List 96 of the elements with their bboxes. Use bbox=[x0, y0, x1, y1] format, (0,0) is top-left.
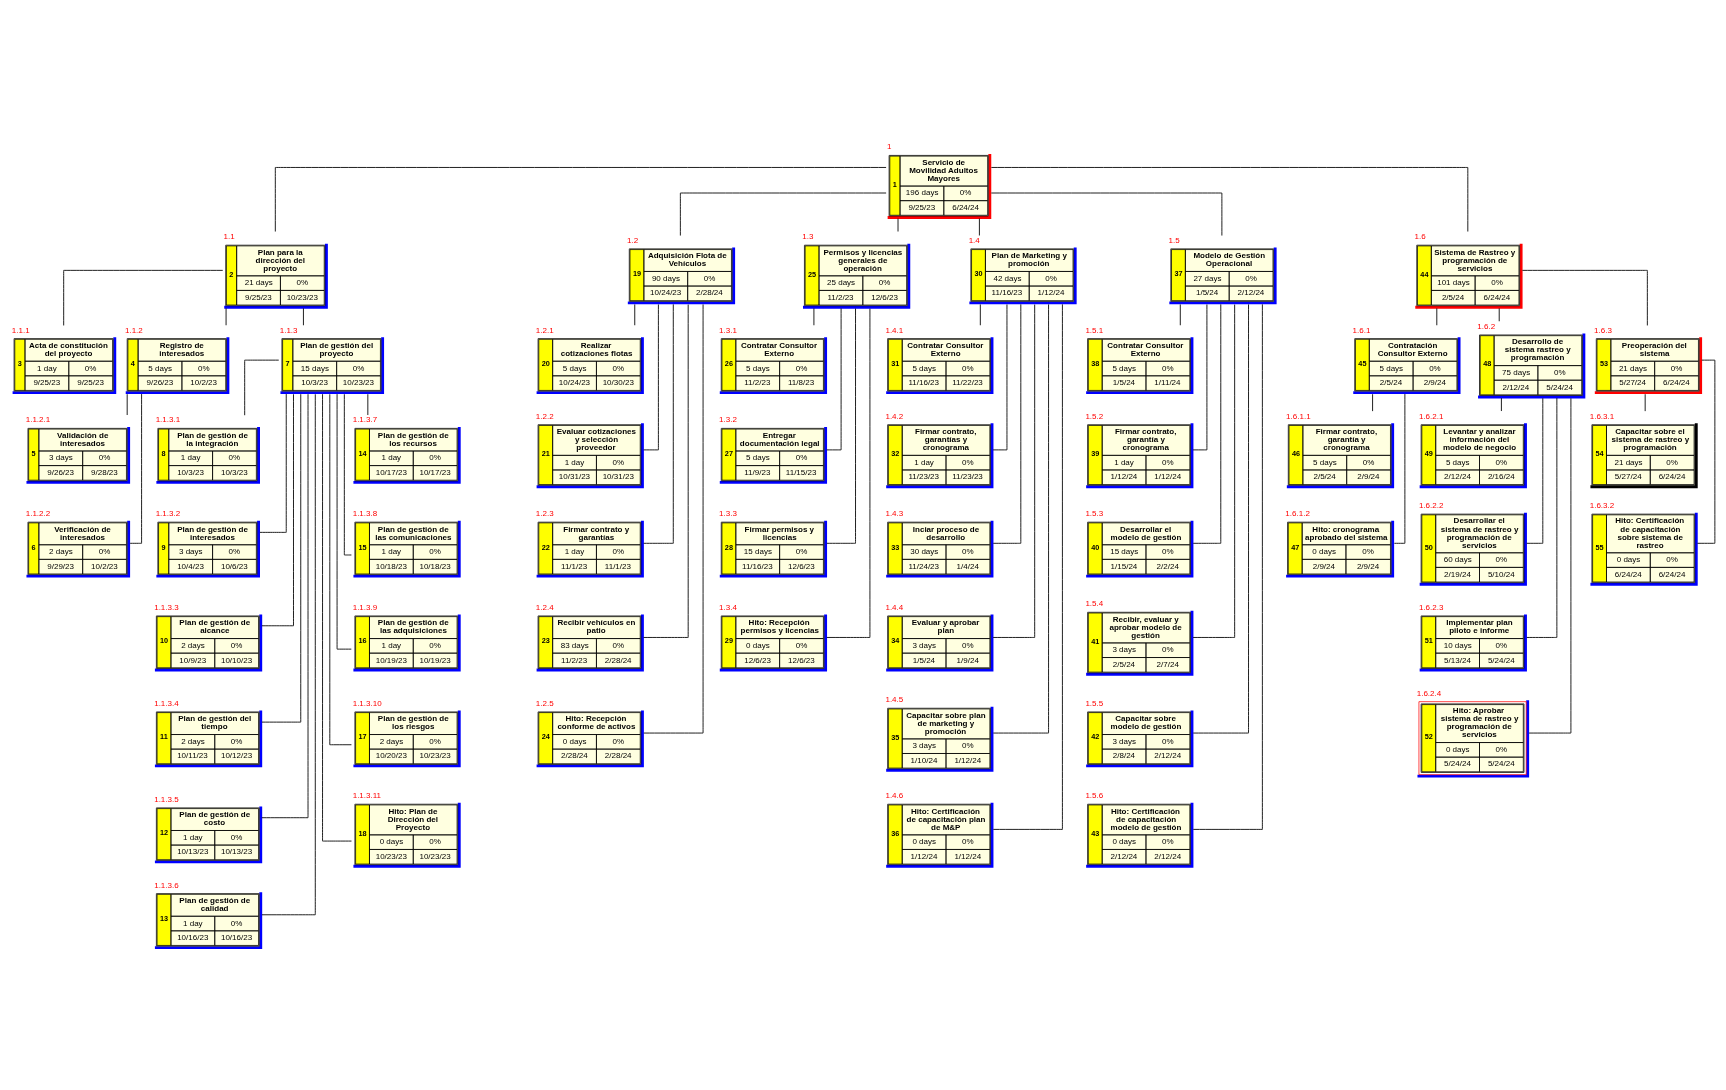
node-label: 1.1.3 bbox=[279, 325, 298, 335]
node-label: 1.5.6 bbox=[1085, 790, 1104, 800]
node-label: 1.1.3.5 bbox=[154, 794, 179, 804]
connector bbox=[1372, 393, 1373, 412]
node-label: 1.1.2.1 bbox=[25, 414, 51, 424]
node-label: 1.1.3.3 bbox=[154, 602, 179, 612]
connector bbox=[634, 303, 636, 326]
connector bbox=[643, 303, 659, 450]
connector bbox=[1192, 303, 1222, 544]
node-label: 1.1.3.9 bbox=[352, 602, 378, 612]
connector bbox=[1526, 397, 1558, 638]
node-label: 1.4.6 bbox=[885, 790, 904, 800]
node-label: 1.1.3.4 bbox=[154, 698, 179, 708]
node-label: 1.3.4 bbox=[719, 602, 737, 612]
node-label: 1.4.1 bbox=[885, 325, 904, 335]
connector bbox=[261, 393, 302, 723]
node-label: 1.1.3.6 bbox=[154, 880, 179, 890]
connector bbox=[992, 303, 1022, 544]
connector bbox=[261, 393, 309, 818]
node-label: 1.1.2.2 bbox=[25, 508, 51, 518]
connector bbox=[261, 393, 316, 915]
node-label: 1.5.3 bbox=[1085, 508, 1104, 518]
node-label: 1.6.1.1 bbox=[1286, 411, 1311, 421]
node-label: 1.6.3.2 bbox=[1589, 500, 1615, 510]
node-label: 1.5.5 bbox=[1085, 698, 1104, 708]
connector bbox=[274, 166, 887, 232]
connector bbox=[329, 393, 352, 745]
node-label: 1.2 bbox=[627, 235, 639, 245]
connector bbox=[1192, 303, 1208, 450]
connector bbox=[303, 307, 304, 326]
connector bbox=[643, 303, 689, 638]
connector bbox=[343, 393, 352, 555]
connector bbox=[244, 359, 280, 416]
connector bbox=[992, 303, 1049, 733]
node-label: 1.3.1 bbox=[719, 325, 737, 335]
node-label: 1.1 bbox=[223, 231, 235, 241]
connector bbox=[1500, 397, 1502, 411]
node-label: 1.2.1 bbox=[535, 325, 554, 335]
node-label: 1.3 bbox=[802, 231, 814, 241]
node-label: 1.4.4 bbox=[885, 602, 904, 612]
node-label: 1.6.3 bbox=[1594, 325, 1612, 335]
node-label: 1.2.3 bbox=[535, 508, 554, 518]
connector bbox=[261, 393, 294, 626]
connector bbox=[826, 307, 871, 638]
connector bbox=[1522, 269, 1648, 326]
connector bbox=[990, 166, 1469, 232]
connector bbox=[129, 393, 143, 544]
node-label: 1.6.2.1 bbox=[1418, 411, 1444, 421]
connector bbox=[979, 303, 981, 326]
connector bbox=[826, 307, 856, 544]
node-label: 1.5.2 bbox=[1085, 411, 1104, 421]
connector bbox=[1192, 303, 1249, 733]
node-label: 1.5.1 bbox=[1085, 325, 1104, 335]
node-label: 1 bbox=[886, 141, 892, 151]
node-label: 1.6.2.2 bbox=[1418, 500, 1444, 510]
node-label: 1.2.2 bbox=[535, 411, 554, 421]
connector bbox=[1179, 303, 1181, 326]
node-label: 1.4 bbox=[968, 235, 980, 245]
node-label: 1.2.5 bbox=[535, 698, 554, 708]
node-label: 1.6.2.3 bbox=[1418, 602, 1444, 612]
connector bbox=[978, 217, 980, 236]
node-label: 1.3.2 bbox=[719, 414, 737, 424]
node-label: 1.6.1 bbox=[1352, 325, 1371, 335]
connector bbox=[643, 303, 674, 544]
node-label: 1.4.3 bbox=[885, 508, 904, 518]
connector bbox=[992, 303, 1036, 638]
node-label: 1.5.4 bbox=[1085, 598, 1104, 608]
node-label: 1.1.1 bbox=[11, 325, 30, 335]
node-label: 1.4.2 bbox=[885, 411, 904, 421]
connector bbox=[679, 192, 887, 236]
connector bbox=[259, 393, 287, 533]
node-label: 1.1.3.8 bbox=[352, 508, 378, 518]
node-label: 1.1.3.2 bbox=[155, 508, 181, 518]
node-label: 1.1.2 bbox=[124, 325, 143, 335]
node-label: 1.1.3.1 bbox=[155, 414, 181, 424]
node-label: 1.5 bbox=[1168, 235, 1180, 245]
connector bbox=[990, 192, 1223, 236]
node-label: 1.6.2 bbox=[1477, 321, 1496, 331]
connector bbox=[1192, 303, 1263, 830]
connector bbox=[992, 303, 1008, 450]
node-label: 1.2.4 bbox=[535, 602, 554, 612]
connector bbox=[1393, 393, 1406, 544]
connector bbox=[1192, 303, 1236, 638]
node-label: 1.1.3.10 bbox=[352, 698, 382, 708]
connector bbox=[322, 393, 352, 841]
node-label: 1.6.3.1 bbox=[1589, 411, 1615, 421]
node-label: 1.6 bbox=[1414, 231, 1426, 241]
connector bbox=[63, 269, 224, 326]
node-label: 1.6.1.2 bbox=[1285, 508, 1310, 518]
connector bbox=[992, 303, 1063, 830]
node-label: 1.1.3.11 bbox=[352, 790, 382, 800]
node-label: 1.4.5 bbox=[885, 694, 904, 704]
connector bbox=[1526, 397, 1544, 544]
node-label: 1.6.2.4 bbox=[1416, 688, 1442, 698]
node-label: 1.1.3.7 bbox=[352, 414, 378, 424]
node-label: 1.3.3 bbox=[719, 508, 737, 518]
